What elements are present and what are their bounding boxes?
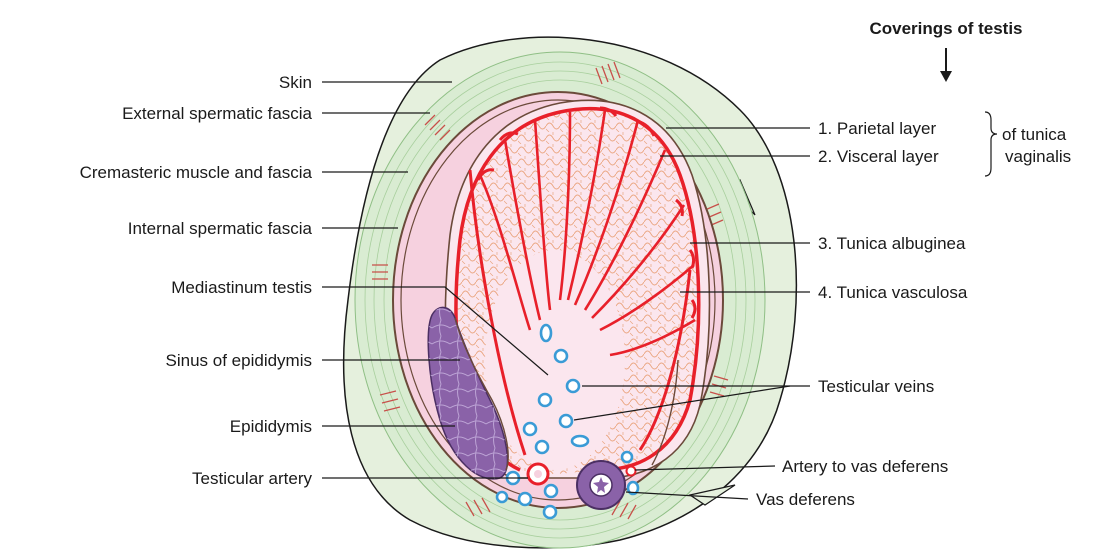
label-testicular-veins: Testicular veins	[818, 377, 934, 396]
testicular-artery	[528, 464, 548, 484]
vas-deferens	[577, 461, 625, 509]
label-testicular-artery: Testicular artery	[192, 469, 312, 488]
label-of-tunica: of tunica	[1002, 125, 1067, 144]
label-external-spermatic-fascia: External spermatic fascia	[122, 104, 312, 123]
label-cremasteric-muscle: Cremasteric muscle and fascia	[80, 163, 313, 182]
label-skin: Skin	[279, 73, 312, 92]
arrow-down-icon	[940, 48, 952, 82]
left-labels: Skin External spermatic fascia Cremaster…	[80, 73, 313, 488]
diagram-title: Coverings of testis	[869, 19, 1022, 38]
label-sinus-of-epididymis: Sinus of epididymis	[166, 351, 312, 370]
label-artery-to-vas-deferens: Artery to vas deferens	[782, 457, 948, 476]
label-parietal-layer: 1. Parietal layer	[818, 119, 936, 138]
label-vas-deferens: Vas deferens	[756, 490, 855, 509]
label-internal-spermatic-fascia: Internal spermatic fascia	[128, 219, 313, 238]
label-tunica-vasculosa: 4. Tunica vasculosa	[818, 283, 968, 302]
brace-icon	[985, 112, 997, 176]
label-visceral-layer: 2. Visceral layer	[818, 147, 939, 166]
label-vaginalis: vaginalis	[1005, 147, 1071, 166]
right-labels: 1. Parietal layer 2. Visceral layer of t…	[756, 119, 1071, 509]
label-tunica-albuginea: 3. Tunica albuginea	[818, 234, 966, 253]
artery-to-vas-deferens	[627, 467, 636, 476]
label-epididymis: Epididymis	[230, 417, 312, 436]
label-mediastinum-testis: Mediastinum testis	[171, 278, 312, 297]
